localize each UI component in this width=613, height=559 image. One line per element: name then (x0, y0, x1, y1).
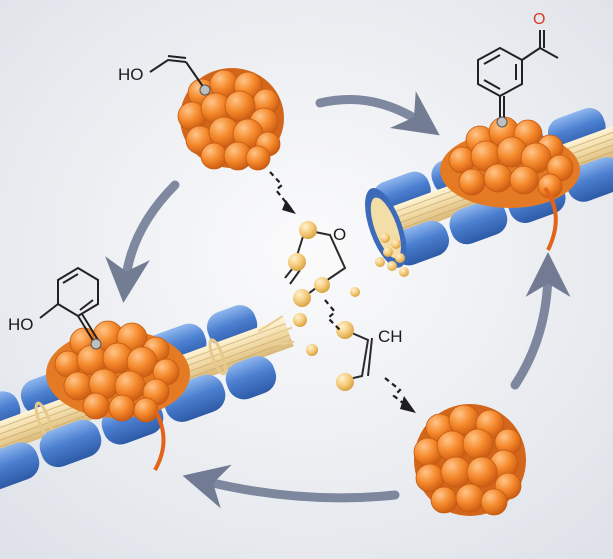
tubulin-row-front (391, 157, 613, 266)
molecule-icon (39, 266, 99, 343)
fragment-atom (350, 287, 360, 297)
fragment-atom (299, 221, 317, 239)
fragment-atom (288, 253, 306, 271)
fragment-atom (293, 289, 311, 307)
cycle-arrow-icon (182, 464, 400, 509)
cycle-arrow-icon (510, 252, 571, 390)
fragment-atom (293, 313, 307, 327)
ring-oxygen-label: O (333, 225, 346, 244)
zigzag-arrow-icon (324, 299, 341, 331)
cycle-arrow-icon (105, 180, 180, 303)
tubulin-row-front (0, 356, 277, 490)
zigzag-arrow-icon (269, 171, 293, 211)
molecular-fragments: O CH (284, 221, 403, 391)
binding-strap (153, 409, 166, 471)
cycle-arrows (105, 91, 571, 509)
protein-cluster-icon (177, 68, 284, 171)
binding-strap (543, 186, 558, 251)
cross-section-dots (375, 233, 409, 277)
cycle-arrow-icon (315, 91, 440, 136)
fragment-atom (306, 344, 318, 356)
molecule-icon (477, 30, 559, 118)
fragment-atom (336, 321, 354, 339)
fragment-atom (336, 373, 354, 391)
fragment-atom (314, 277, 330, 293)
protein-cluster-icon (413, 404, 526, 516)
hydroxyl-left-label: HO (8, 315, 34, 334)
carbonyl-top-label: O (533, 11, 545, 28)
hydroxyl-top-label: HO (118, 65, 144, 84)
protein-cluster-icon (46, 320, 190, 423)
ch-group-label: CH (378, 327, 403, 346)
molecule-icon (149, 55, 205, 89)
